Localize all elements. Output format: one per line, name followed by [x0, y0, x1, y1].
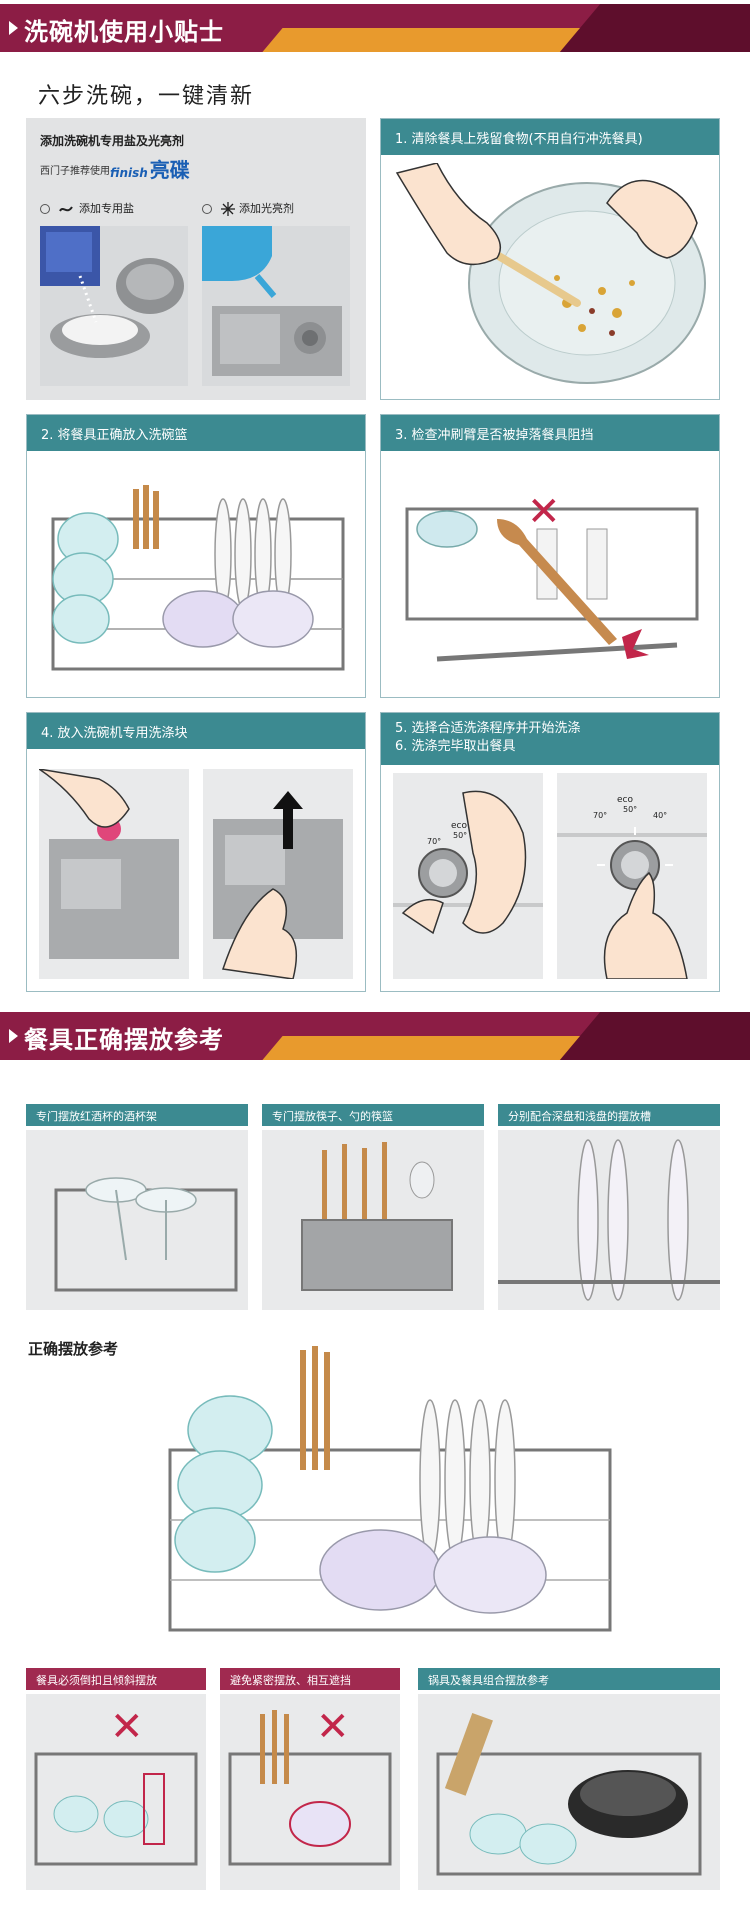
plate-slots-drawing — [498, 1139, 720, 1301]
crowding-drawing — [228, 1710, 392, 1866]
tablet-insert-drawing — [39, 769, 179, 959]
close-lid-drawing — [213, 791, 343, 979]
wine-rack-illustration — [26, 1130, 248, 1310]
rinse-illustration — [202, 226, 350, 386]
tag-avoid-crowding: 避免紧密摆放、相互遮挡 — [220, 1668, 400, 1690]
step-4-illustration-a — [39, 769, 189, 979]
cutlery-basket-drawing — [301, 1142, 453, 1291]
banner-dark-stripe — [559, 4, 750, 52]
salt-illustration — [40, 226, 188, 386]
section-banner-tips: 洗碗机使用小贴士 — [0, 4, 750, 52]
step-card-3: 3. 检查冲刷臂是否被掉落餐具阻挡 ✕ — [380, 414, 720, 698]
brand-big: 亮碟 — [149, 158, 190, 182]
step-1-header: 1. 清除餐具上残留食物(不用自行冲洗餐具) — [381, 119, 719, 155]
crowding-illustration: ✕ — [220, 1694, 400, 1890]
spray-arm-drawing — [405, 507, 699, 662]
step-6-text: 6. 洗涤完毕取出餐具 — [395, 739, 516, 754]
page-subtitle: 六步洗碗，一键清新 — [38, 84, 255, 109]
cross-icon: ✕ — [110, 1704, 144, 1750]
radio-icon — [202, 204, 212, 214]
pots-drawing — [436, 1712, 702, 1876]
tag-wine-rack: 专门摆放红酒杯的酒杯架 — [26, 1104, 248, 1126]
sparkle-icon — [220, 202, 235, 216]
step-5-text: 5. 选择合适洗涤程序并开始洗涤 — [395, 721, 581, 736]
tilt-illustration: ✕ — [26, 1694, 206, 1890]
step-4-header: 4. 放入洗碗机专用洗涤块 — [27, 713, 365, 749]
cross-icon: ✕ — [527, 489, 561, 535]
rinse-drawing — [202, 226, 342, 376]
salt-symbol-icon — [58, 206, 73, 212]
step-card-5-6: 5. 选择合适洗涤程序并开始洗涤 6. 洗涤完毕取出餐具 eco 50° 70°… — [380, 712, 720, 992]
step-5-6-header: 5. 选择合适洗涤程序并开始洗涤 6. 洗涤完毕取出餐具 — [381, 713, 719, 765]
recommend-text: 西门子推荐使用 — [40, 166, 110, 177]
plate-scraping-drawing — [395, 163, 706, 384]
knob-start-drawing — [557, 827, 707, 979]
section-banner-placement: 餐具正确摆放参考 — [0, 1012, 750, 1060]
knob-50-label: 50° — [453, 831, 468, 840]
salt-drawing — [40, 226, 184, 358]
knob-eco-label: eco — [617, 795, 633, 805]
option-salt: 添加专用盐 — [40, 200, 134, 216]
tag-pots-combination: 锅具及餐具组合摆放参考 — [418, 1668, 720, 1690]
tilt-drawing — [34, 1752, 198, 1866]
step-card-4: 4. 放入洗碗机专用洗涤块 — [26, 712, 366, 992]
knob-70-label: 70° — [593, 811, 608, 820]
step-5-illustration: eco 50° 70° — [393, 773, 543, 979]
loaded-rack-drawing — [51, 485, 345, 671]
step-card-1: 1. 清除餐具上残留食物(不用自行冲洗餐具) — [380, 118, 720, 400]
cross-icon: ✕ — [316, 1704, 350, 1750]
reference-rack-drawing — [168, 1346, 612, 1632]
cutlery-basket-illustration — [262, 1130, 484, 1310]
radio-icon — [40, 204, 50, 214]
reference-rack-illustration — [160, 1320, 620, 1650]
pots-illustration — [418, 1694, 720, 1890]
tag-tilt-placement: 餐具必须倒扣且倾斜摆放 — [26, 1668, 206, 1690]
knob-eco-label: eco — [451, 821, 467, 831]
tag-cutlery-basket: 专门摆放筷子、勺的筷篮 — [262, 1104, 484, 1126]
knob-70-label: 70° — [427, 837, 442, 846]
step-6-illustration: eco 50° 70° 40° — [557, 773, 707, 979]
step-3-header: 3. 检查冲刷臂是否被掉落餐具阻挡 — [381, 415, 719, 451]
option-rinse: 添加光亮剂 — [202, 200, 294, 217]
knob-50-label: 50° — [623, 805, 638, 814]
step-2-header: 2. 将餐具正确放入洗碗篮 — [27, 415, 365, 451]
plate-slots-illustration — [498, 1130, 720, 1310]
section-title: 洗碗机使用小贴士 — [24, 17, 224, 46]
reference-label: 正确摆放参考 — [28, 1340, 119, 1358]
step-4-illustration-b — [203, 769, 353, 979]
step-1-illustration — [387, 163, 713, 393]
section-title: 餐具正确摆放参考 — [24, 1025, 224, 1054]
step-2-illustration — [33, 459, 359, 691]
wine-rack-drawing — [54, 1177, 238, 1292]
triangle-bullet-icon — [9, 1029, 18, 1043]
brand-small: finish — [110, 166, 148, 180]
tag-plate-slots: 分别配合深盘和浅盘的摆放槽 — [498, 1104, 720, 1126]
triangle-bullet-icon — [9, 21, 18, 35]
step-card-2: 2. 将餐具正确放入洗碗篮 — [26, 414, 366, 698]
step-3-illustration: ✕ — [387, 459, 713, 691]
banner-dark-stripe — [559, 1012, 750, 1060]
knob-turn-drawing — [393, 790, 543, 935]
option-salt-label: 添加专用盐 — [79, 202, 134, 215]
option-rinse-label: 添加光亮剂 — [239, 202, 294, 215]
knob-40-label: 40° — [653, 811, 668, 820]
salt-panel-title: 添加洗碗机专用盐及光亮剂 — [40, 134, 185, 148]
